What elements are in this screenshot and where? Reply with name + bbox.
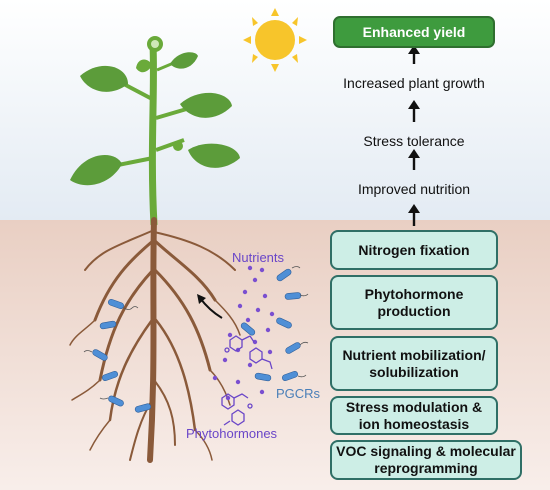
uptake-arrow-icon [197, 294, 223, 319]
mechanism-stress-modulation: Stress modulation & ion homeostasis [330, 396, 498, 435]
bacteria-flagella [83, 266, 309, 400]
bacteria-icon [92, 268, 302, 413]
arrow-up-icon [408, 45, 420, 226]
mechanism-nutrient-mobilization: Nutrient mobilization/ solubilization [330, 336, 498, 391]
mechanism-phytohormone-production: Phytohormone production [330, 275, 498, 330]
step-improved-nutrition: Improved nutrition [357, 181, 471, 197]
label-phytohormones: Phytohormones [186, 426, 278, 441]
mechanism-nitrogen-fixation: Nitrogen fixation [330, 230, 498, 270]
label-pgcrs: PGCRs [276, 386, 321, 401]
nutrient-dots [212, 265, 275, 401]
phytohormone-molecule-icon [221, 335, 273, 426]
label-nutrients: Nutrients [232, 250, 285, 265]
sun-icon [243, 8, 307, 72]
mechanism-voc-signaling: VOC signaling & molecular reprogramming [330, 440, 522, 480]
plant-icon [70, 36, 240, 226]
step-increased-plant-growth: Increased plant growth [343, 75, 485, 91]
step-stress-tolerance: Stress tolerance [363, 133, 465, 149]
enhanced-yield-box: Enhanced yield [333, 16, 495, 48]
root-system [69, 217, 241, 463]
